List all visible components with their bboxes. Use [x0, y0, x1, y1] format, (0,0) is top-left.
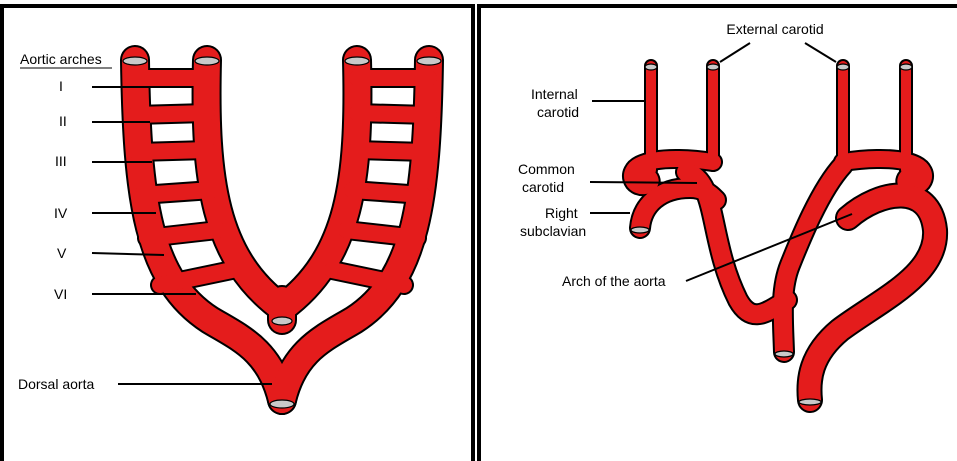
arch-4-left: [141, 190, 212, 195]
common-carotid-label-line1: Common: [518, 161, 575, 177]
arch-label-iii: III: [55, 153, 67, 169]
arch-label-vi: VI: [54, 286, 67, 302]
right-subclavian-label-line1: Right: [545, 205, 578, 221]
arch-vessels: [135, 60, 429, 400]
arch-label-ii: II: [59, 113, 67, 129]
vessel-openings-right: [631, 64, 912, 405]
right-subclavian-label-line2: subclavian: [520, 223, 586, 239]
opening-dorsal-aorta: [270, 400, 294, 408]
opening-descending-aorta: [799, 399, 821, 405]
dorsal-aorta-label: Dorsal aorta: [18, 376, 94, 392]
aortic-arch-vessel: [809, 195, 935, 400]
arch-2-left: [135, 113, 207, 115]
opening-left-internal-carotid: [900, 64, 912, 70]
internal-carotid-label-line1: Internal: [531, 86, 578, 102]
common-carotid-label-line2: carotid: [522, 179, 564, 195]
leader-common-carotid: [590, 182, 697, 183]
opening-aortic-sac: [272, 317, 292, 325]
leader-external-carotid-right: [720, 43, 750, 62]
adult-derivatives: [631, 64, 935, 405]
opening-right-external-carotid: [707, 64, 719, 70]
adult-vessels: [632, 66, 935, 400]
aortic-arches-heading: Aortic arches: [20, 51, 102, 67]
arch-of-aorta-label: Arch of the aorta: [562, 273, 666, 289]
opening-left-ventral: [195, 57, 219, 65]
arch-label-v: V: [57, 245, 67, 261]
opening-left-external-carotid: [837, 64, 849, 70]
opening-right-subclavian: [631, 227, 649, 233]
opening-left-dorsal: [123, 57, 147, 65]
opening-right-ventral: [345, 57, 369, 65]
arch-5-left: [147, 230, 218, 238]
leader-external-carotid-left: [805, 43, 836, 62]
opening-right-dorsal: [417, 57, 441, 65]
opening-pulmonary-trunk: [775, 351, 793, 357]
embryonic-arches: [123, 57, 441, 408]
arch-label-iv: IV: [54, 205, 68, 221]
arch-3-right: [356, 150, 427, 152]
internal-carotid-label-line2: carotid: [537, 104, 579, 120]
arch-5-right: [346, 230, 417, 238]
arch-3-left: [137, 150, 208, 152]
left-common-carotid-loop: [843, 159, 924, 186]
external-carotid-label: External carotid: [726, 21, 823, 37]
arch-label-i: I: [59, 78, 63, 94]
arch-2-right: [357, 113, 429, 115]
opening-right-internal-carotid: [645, 64, 657, 70]
arch-4-right: [352, 190, 423, 195]
